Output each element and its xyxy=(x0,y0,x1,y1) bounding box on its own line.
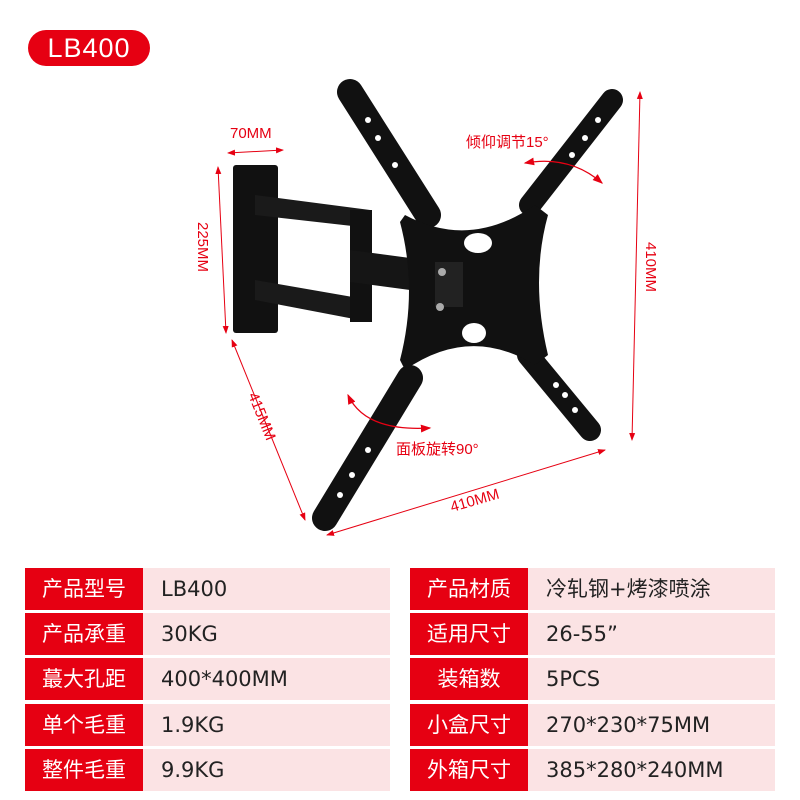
dimension-70mm: 70MM xyxy=(230,125,272,142)
spec-value: LB400 xyxy=(143,568,390,610)
spec-label: 小盒尺寸 xyxy=(410,704,528,746)
tv-mount-diagram: 70MM 225MM 415MM 410MM 410MM 倾仰调节15° 面板旋… xyxy=(194,79,659,536)
spec-value: 26-55” xyxy=(528,613,775,655)
spec-value: 385*280*240MM xyxy=(528,749,775,791)
tilt-arrow-icon xyxy=(523,157,603,184)
rotation-arrow-icon xyxy=(347,393,432,433)
tv-mount-image xyxy=(233,79,623,531)
spec-value: 冷轧钢+烤漆喷涂 xyxy=(528,568,775,610)
spec-label: 产品型号 xyxy=(25,568,143,610)
rotation-annotation: 面板旋转90° xyxy=(396,440,479,458)
spec-label: 产品承重 xyxy=(25,613,143,655)
spec-value: 270*230*75MM xyxy=(528,704,775,746)
dimension-line-410mm-width xyxy=(326,449,606,536)
model-badge: LB400 xyxy=(28,30,150,66)
spec-value: 9.9KG xyxy=(143,749,390,791)
spec-label: 适用尺寸 xyxy=(410,613,528,655)
spec-label: 产品材质 xyxy=(410,568,528,610)
spec-row: 产品承重 30KG 适用尺寸 26-55” xyxy=(25,613,775,655)
spec-value: 30KG xyxy=(143,613,390,655)
dimension-line-410mm-height xyxy=(629,91,643,441)
dimension-410mm-height: 410MM xyxy=(642,242,659,292)
spec-label: 整件毛重 xyxy=(25,749,143,791)
dimension-line-225mm xyxy=(215,166,229,334)
dimension-line-415mm xyxy=(231,339,306,521)
dimension-225mm: 225MM xyxy=(194,222,211,272)
spec-row: 单个毛重 1.9KG 小盒尺寸 270*230*75MM xyxy=(25,704,775,746)
spec-value: 1.9KG xyxy=(143,704,390,746)
dimension-415mm: 415MM xyxy=(244,390,279,443)
spec-row: 整件毛重 9.9KG 外箱尺寸 385*280*240MM xyxy=(25,749,775,791)
spec-label: 外箱尺寸 xyxy=(410,749,528,791)
spec-label: 单个毛重 xyxy=(25,704,143,746)
spec-label: 装箱数 xyxy=(410,658,528,700)
tilt-annotation: 倾仰调节15° xyxy=(466,134,549,151)
spec-value: 400*400MM xyxy=(143,658,390,700)
spec-row: 产品型号 LB400 产品材质 冷轧钢+烤漆喷涂 xyxy=(25,568,775,610)
spec-row: 蕞大孔距 400*400MM 装箱数 5PCS xyxy=(25,658,775,700)
dimension-line-70mm xyxy=(227,147,284,156)
spec-value: 5PCS xyxy=(528,658,775,700)
spec-label: 蕞大孔距 xyxy=(25,658,143,700)
